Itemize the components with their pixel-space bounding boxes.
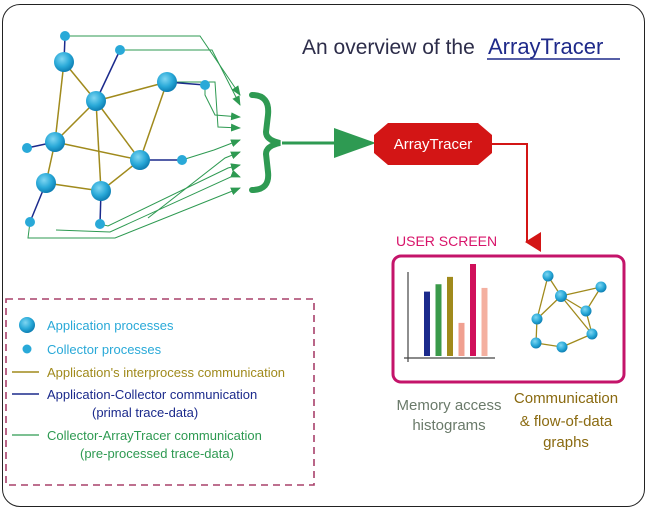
flow-graph-node [580, 305, 592, 317]
legend-collector-tracer-note: (pre-processed trace-data) [80, 446, 234, 461]
collector-process-node [200, 80, 210, 90]
merge-brace [249, 92, 281, 193]
graph-caption-line-1: Communication [514, 390, 618, 407]
graph-caption-line-3: graphs [543, 434, 589, 451]
user-screen-label: USER SCREEN [396, 233, 497, 249]
flow-graph-node [586, 328, 598, 340]
app-collector-links [26, 35, 206, 225]
legend-collector-tracer-label: Collector-ArrayTracer communication [47, 428, 262, 443]
legend-app-collector-label: Application-Collector communication [47, 387, 257, 402]
tracer-link [55, 169, 241, 233]
legend-application-label: Application processes [47, 318, 174, 333]
page-title-prefix: An overview of the [302, 36, 475, 59]
histogram-caption-line-1: Memory access [396, 397, 501, 414]
collector-process-node [177, 155, 187, 165]
flow-graph-node [556, 341, 568, 353]
flow-graph-node [595, 281, 607, 293]
histogram-caption-line-2: histograms [412, 417, 485, 434]
array-tracer-box [374, 123, 492, 165]
flow-graph-node [542, 270, 554, 282]
application-process-node [157, 72, 177, 92]
legend-box [5, 298, 315, 486]
legend-app-collector-note: (primal trace-data) [92, 405, 198, 420]
legend-interprocess-label: Application's interprocess communication [47, 365, 285, 380]
graph-caption-line-2: & flow-of-data [520, 413, 613, 430]
user-screen-box [391, 254, 626, 384]
tracer-link [168, 81, 241, 132]
array-tracer-label: ArrayTracer [394, 136, 473, 153]
legend: Application processes Collector processe… [12, 317, 285, 461]
flow-graph-node [530, 337, 542, 349]
tracer-to-screen-arrow [492, 143, 541, 252]
legend-collector-icon [22, 344, 32, 354]
page-title-name: ArrayTracer [488, 34, 603, 59]
application-process-node [45, 132, 65, 152]
flow-graph-node [555, 290, 567, 302]
application-process-node [130, 150, 150, 170]
histogram-bar [481, 287, 488, 356]
legend-application-icon [19, 317, 35, 333]
tracer-link [147, 151, 241, 219]
histogram-bar [458, 322, 465, 356]
histogram-bar [447, 276, 453, 356]
histogram [404, 264, 495, 362]
tracer-link [27, 187, 241, 239]
legend-collector-label: Collector processes [47, 342, 162, 357]
application-process-node [91, 181, 111, 201]
collector-processes [22, 31, 210, 229]
flow-graph [530, 270, 607, 353]
histogram-bars [424, 264, 488, 356]
tracer-link [120, 49, 241, 106]
tracer-link [204, 85, 241, 121]
collector-process-node [22, 143, 32, 153]
application-process-node [86, 91, 106, 111]
application-process-node [36, 173, 56, 193]
histogram-bar [424, 291, 430, 356]
collector-process-node [115, 45, 125, 55]
application-processes [36, 52, 177, 201]
interprocess-links [45, 61, 168, 192]
tracer-link [181, 139, 241, 161]
histogram-bar [470, 264, 476, 356]
collector-process-node [95, 219, 105, 229]
application-process-node [54, 52, 74, 72]
collector-process-node [60, 31, 70, 41]
histogram-bar [435, 284, 442, 356]
flow-graph-node [531, 313, 543, 325]
collector-process-node [25, 217, 35, 227]
